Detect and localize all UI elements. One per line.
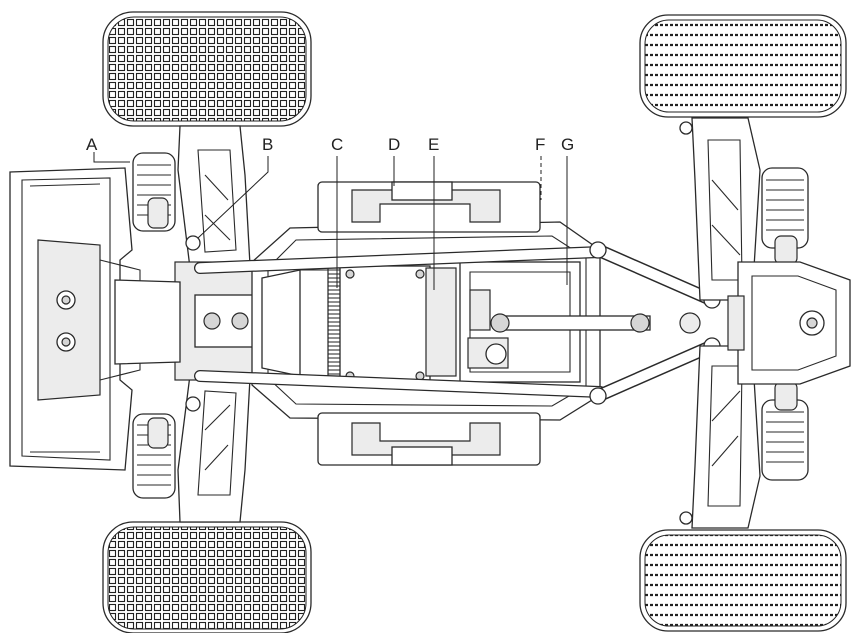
front-right-a-arm bbox=[177, 374, 251, 523]
wheel-front-left bbox=[102, 11, 312, 127]
rear-left-a-arm bbox=[679, 117, 761, 301]
rear-upper-links bbox=[589, 241, 721, 405]
callout-label-e: E bbox=[428, 135, 439, 154]
motor-cover bbox=[261, 265, 431, 385]
callout-leaders bbox=[93, 152, 568, 290]
rear-right-a-arm bbox=[679, 345, 761, 529]
wheel-rear-right bbox=[639, 529, 847, 632]
drive-shaft bbox=[490, 313, 651, 333]
chassis-brace-upper bbox=[194, 246, 606, 274]
callout-labels: A B C D E F G bbox=[86, 135, 574, 154]
esc-unit bbox=[425, 267, 457, 377]
callout-label-d: D bbox=[388, 135, 400, 154]
callout-label-b: B bbox=[262, 135, 273, 154]
chassis-brace-lower bbox=[194, 370, 606, 398]
rear-bulkhead-body-mount bbox=[727, 261, 851, 385]
callout-label-g: G bbox=[561, 135, 574, 154]
rear-right-shock bbox=[761, 381, 809, 481]
front-left-a-arm bbox=[177, 125, 251, 269]
callout-label-a: A bbox=[86, 135, 98, 154]
callout-label-f: F bbox=[535, 135, 545, 154]
battery-hold-down-top bbox=[317, 181, 541, 233]
callout-label-c: C bbox=[331, 135, 343, 154]
front-left-shock bbox=[132, 152, 176, 232]
wheel-front-right bbox=[102, 521, 312, 633]
wheel-rear-left bbox=[639, 14, 847, 118]
battery-hold-down-bottom bbox=[317, 412, 541, 466]
rear-left-shock bbox=[761, 167, 809, 265]
front-bumper-wing bbox=[9, 167, 141, 471]
front-right-shock bbox=[132, 413, 176, 499]
